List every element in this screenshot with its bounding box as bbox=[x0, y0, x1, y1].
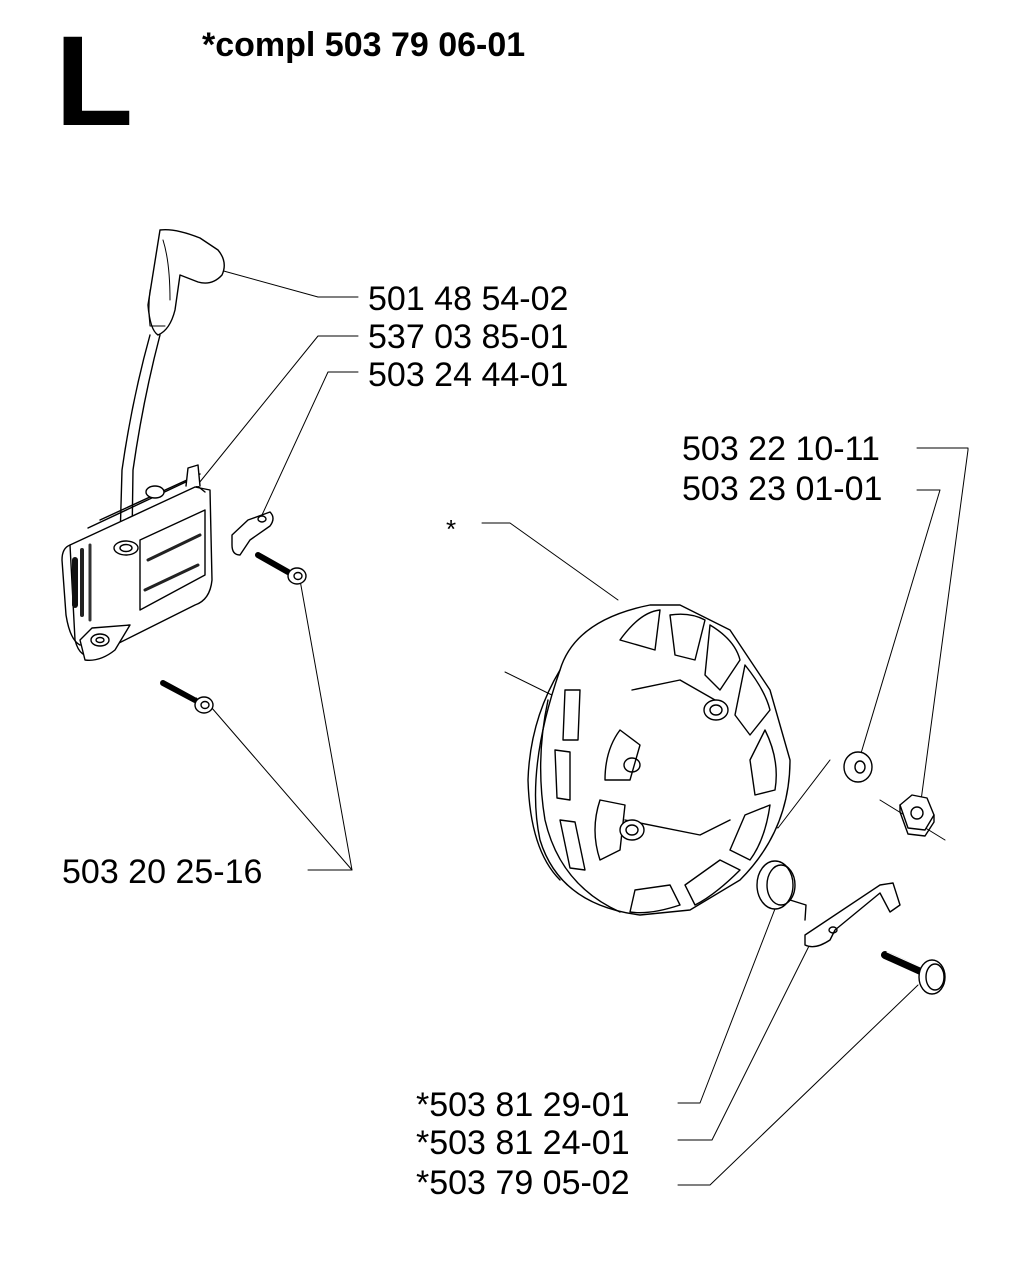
leader-spark-plug-cap bbox=[219, 269, 359, 298]
leader-ignition-module bbox=[194, 335, 359, 489]
callout-pawl: *503 81 24-01 bbox=[416, 1124, 630, 1162]
pawl-icon bbox=[804, 882, 901, 948]
callout-earth-terminal: 503 24 44-01 bbox=[368, 356, 569, 394]
module-screw-lower-icon bbox=[160, 679, 214, 714]
leader-module-screws-a bbox=[299, 579, 353, 871]
callout-pawl-pin: *503 79 05-02 bbox=[416, 1164, 630, 1202]
callout-pawl-spring: *503 81 29-01 bbox=[416, 1086, 630, 1124]
callout-flywheel-nut: 503 23 01-01 bbox=[682, 470, 883, 508]
callout-washer: 503 22 10-11 bbox=[682, 430, 880, 468]
callout-ignition-module: 537 03 85-01 bbox=[368, 318, 569, 356]
kit-part-number: *compl 503 79 06-01 bbox=[202, 26, 526, 64]
leader-spring bbox=[677, 869, 791, 1104]
leader-module-screws-b bbox=[204, 699, 353, 871]
pawl-pin-icon bbox=[881, 951, 946, 995]
washer-icon bbox=[843, 751, 873, 783]
module-screw-upper-icon bbox=[255, 551, 307, 585]
spark-plug-cap-icon bbox=[147, 228, 225, 336]
callout-module-screws: 503 20 25-16 bbox=[62, 853, 263, 891]
section-letter: L bbox=[55, 10, 133, 153]
callout-flywheel: * bbox=[446, 514, 457, 544]
pawl-spring-icon bbox=[756, 860, 807, 921]
flywheel-icon bbox=[527, 604, 791, 916]
leader-pawl bbox=[677, 939, 813, 1141]
leader-flywheel bbox=[481, 522, 619, 601]
flywheel-nut-icon bbox=[899, 794, 935, 837]
leader-pin bbox=[677, 984, 919, 1186]
ignition-module-icon bbox=[61, 464, 213, 661]
leader-washer bbox=[855, 489, 941, 771]
ht-lead-icon bbox=[119, 334, 161, 541]
callout-spark-plug-cap: 501 48 54-02 bbox=[368, 280, 569, 318]
earth-terminal-icon bbox=[231, 511, 274, 556]
leader-nut bbox=[916, 447, 969, 824]
leader-earth-terminal bbox=[261, 371, 359, 516]
